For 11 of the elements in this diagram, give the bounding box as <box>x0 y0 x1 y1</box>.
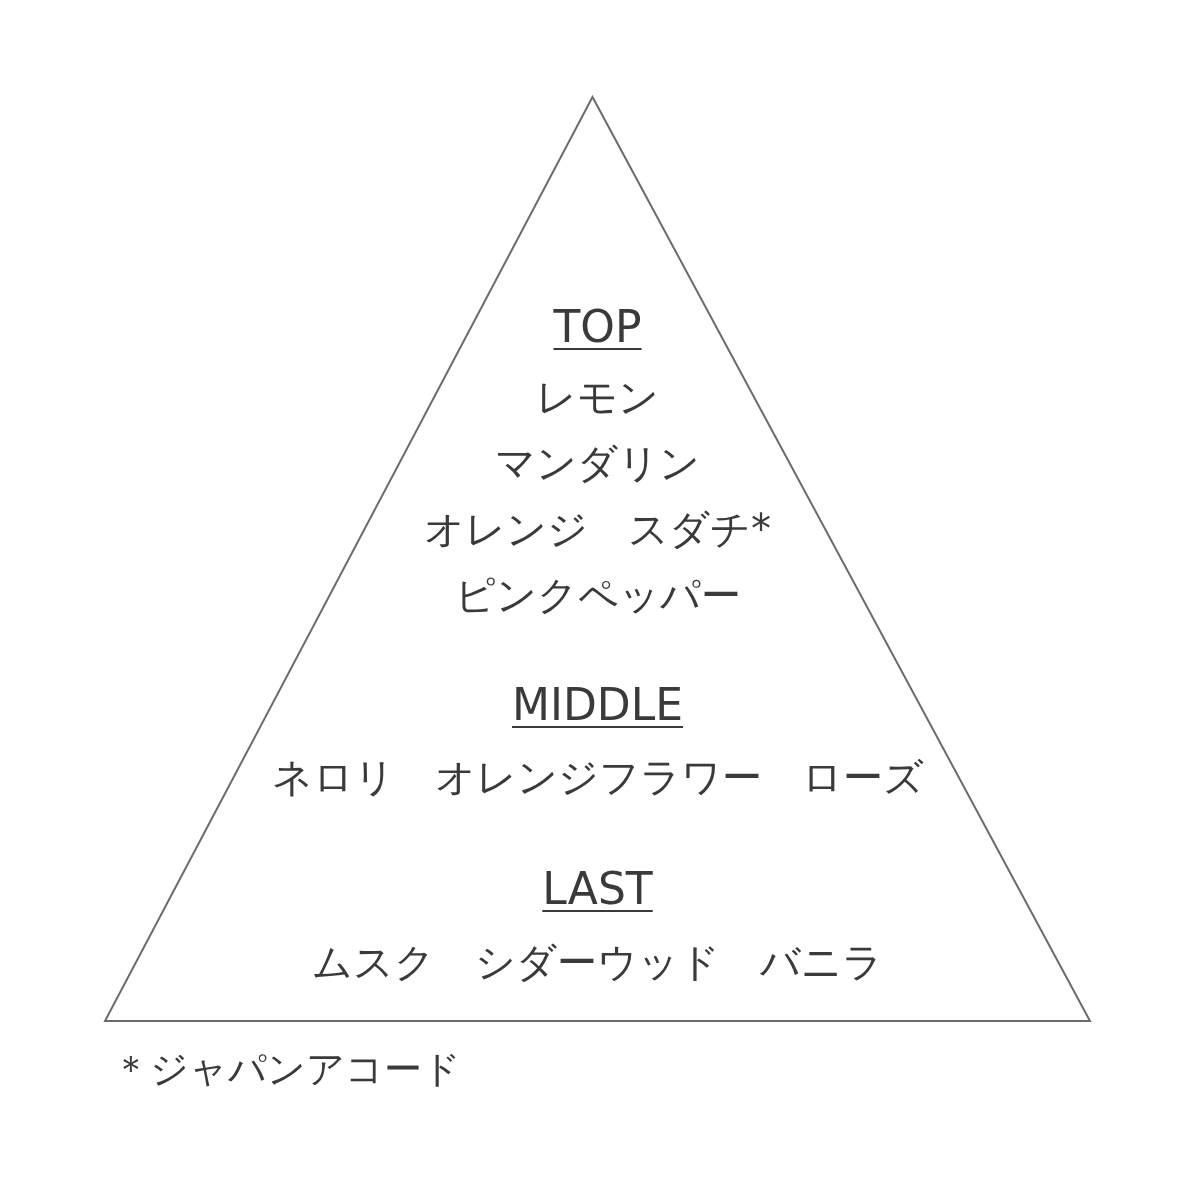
note-list: ピンクペッパー <box>454 572 741 618</box>
pyramid-triangle <box>103 95 1092 1023</box>
footnote: ＊ジャパンアコード <box>112 1046 461 1093</box>
tier-heading: MIDDLE <box>512 680 683 731</box>
note-list: オレンジ スダチ* <box>424 506 771 552</box>
tier-heading: LAST <box>542 864 653 915</box>
note-list: ムスク シダーウッド バニラ <box>312 939 883 985</box>
note-list: マンダリン <box>495 440 700 486</box>
note-list: ネロリ オレンジフラワー ローズ <box>271 754 924 800</box>
tier-heading: TOP <box>553 302 642 353</box>
note-list: レモン <box>536 374 659 420</box>
